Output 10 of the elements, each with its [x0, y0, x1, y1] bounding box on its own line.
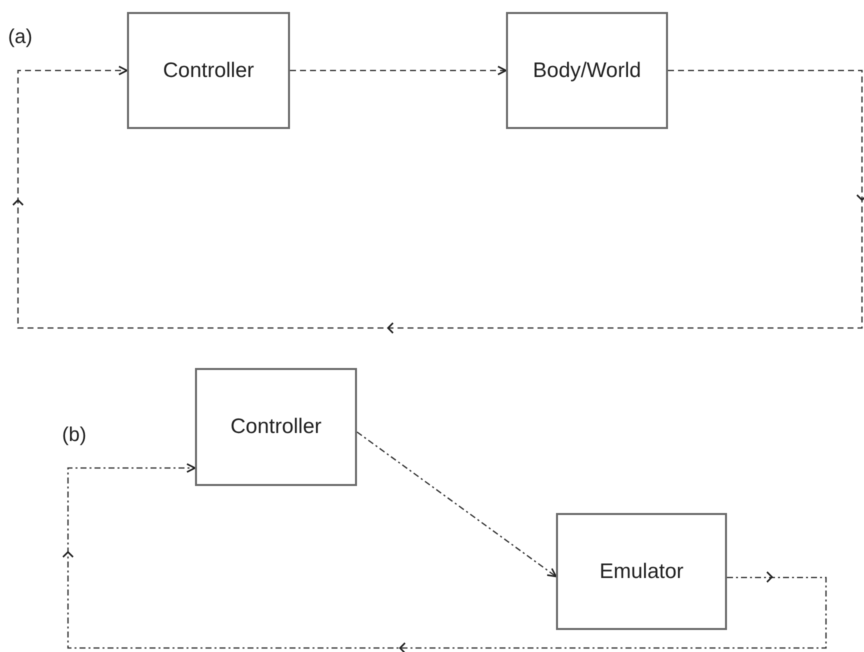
- process-box: [556, 513, 727, 630]
- node-label: Controller: [230, 415, 322, 439]
- panel-label: (a): [8, 26, 32, 49]
- node-label: Body/World: [532, 58, 642, 82]
- process-box: [195, 368, 357, 486]
- panel-label: (b): [62, 424, 86, 447]
- process-box: [506, 12, 668, 129]
- node-label: Emulator: [599, 560, 684, 584]
- node-label: Controller: [162, 58, 254, 82]
- process-box: [127, 12, 290, 129]
